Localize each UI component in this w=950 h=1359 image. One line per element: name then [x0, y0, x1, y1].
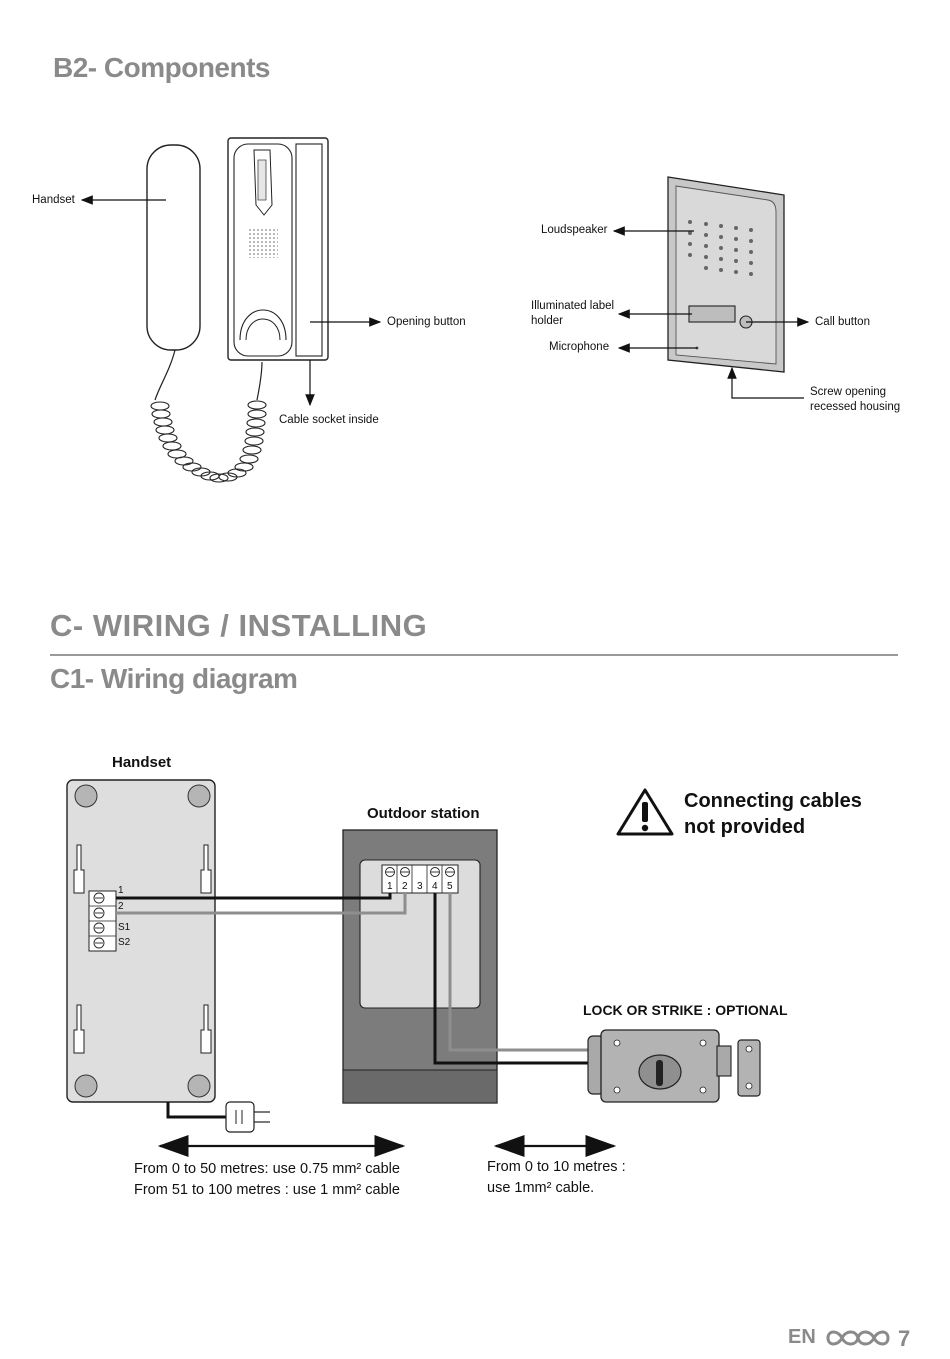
label-opening-button: Opening button: [387, 316, 466, 328]
label-screw-opening-2: recessed housing: [810, 401, 901, 413]
outdoor-terminal-5: 5: [447, 881, 453, 892]
handset-terminal-s2: S2: [118, 937, 131, 948]
label-handset: Handset: [32, 194, 75, 206]
cable-note-right: From 0 to 10 metres : use 1mm² cable.: [487, 1157, 626, 1199]
cable-note-right-line-2: use 1mm² cable.: [487, 1180, 595, 1196]
handset-terminal-2: 2: [118, 901, 124, 912]
outdoor-terminal-2: 2: [402, 881, 408, 892]
label-call-button: Call button: [815, 316, 870, 328]
lock-strike-drawing: [587, 1029, 761, 1103]
handset-terminal-s1: S1: [118, 922, 131, 933]
label-loudspeaker: Loudspeaker: [541, 224, 608, 236]
outdoor-panel-drawing: [667, 176, 785, 373]
handset-drawing: [146, 137, 329, 483]
section-divider: [50, 654, 898, 656]
label-cable-socket: Cable socket inside: [279, 414, 379, 426]
wiring-handset-title: Handset: [112, 754, 172, 771]
label-illuminated-holder-1: Illuminated label: [531, 300, 615, 312]
wiring-outdoor-title: Outdoor station: [367, 805, 480, 822]
warning-line-1: Connecting cables: [684, 790, 862, 812]
section-title-components: B2- Components: [53, 52, 271, 83]
label-screw-opening-1: Screw opening: [810, 386, 887, 398]
label-illuminated-holder-2: holder: [531, 315, 563, 327]
footer-language: EN: [788, 1326, 816, 1348]
handset-back-panel: [66, 779, 216, 1103]
cable-note-left: From 0 to 50 metres: use 0.75 mm² cable …: [134, 1159, 400, 1201]
cable-note-right-line-1: From 0 to 10 metres :: [487, 1159, 626, 1175]
outdoor-terminal-1: 1: [387, 881, 393, 892]
handset-terminal-1: 1: [118, 885, 124, 896]
warning-line-2: not provided: [684, 816, 806, 838]
label-microphone: Microphone: [549, 341, 610, 353]
footer-page-number: 7: [898, 1326, 911, 1351]
outdoor-terminal-3: 3: [417, 881, 423, 892]
outdoor-terminal-4: 4: [432, 881, 438, 892]
section-title-wiring-diagram: C1- Wiring diagram: [50, 663, 298, 694]
section-title-wiring-installing: C- WIRING / INSTALLING: [50, 608, 428, 643]
brand-logo: [826, 1330, 890, 1346]
warning-icon: [616, 788, 674, 836]
warning-text: Connecting cables not provided: [684, 788, 862, 840]
cable-note-left-line-1: From 0 to 50 metres: use 0.75 mm² cable: [134, 1161, 400, 1177]
lock-strike-title: LOCK OR STRIKE : OPTIONAL: [583, 1002, 788, 1018]
cable-note-left-line-2: From 51 to 100 metres : use 1 mm² cable: [134, 1182, 400, 1198]
